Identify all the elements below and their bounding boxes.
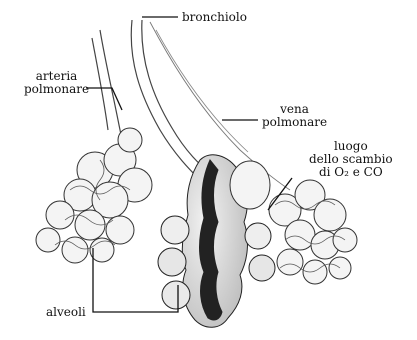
label-artery-line-2: polmonare	[24, 83, 89, 96]
label-exchange-site: luogo dello scambio di O₂ e CO	[309, 140, 393, 179]
label-vein-line-2: polmonare	[262, 116, 327, 129]
label-alveoli-text: alveoli	[46, 305, 86, 319]
label-bronchiole: bronchiolo	[182, 11, 247, 24]
label-alveoli: alveoli	[46, 306, 86, 319]
label-pulmonary-vein: vena polmonare	[262, 103, 327, 129]
label-exchange-line-3: di O₂ e CO	[309, 166, 393, 179]
label-bronchiole-text: bronchiolo	[182, 10, 247, 24]
label-pulmonary-artery: arteria polmonare	[24, 70, 89, 96]
left-alveolar-cluster	[36, 128, 152, 263]
